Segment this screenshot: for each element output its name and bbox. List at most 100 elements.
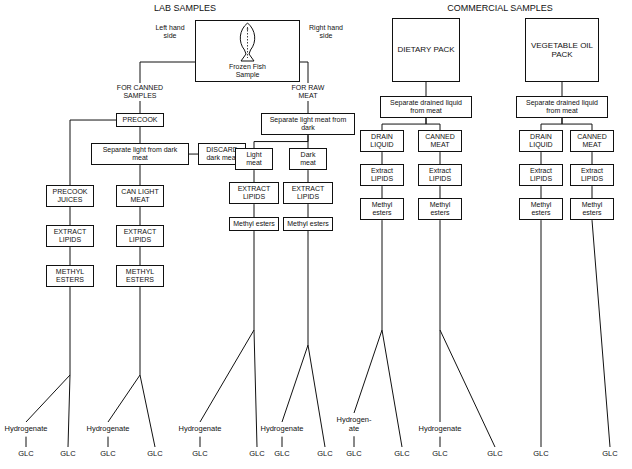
branch-line (200, 437, 201, 447)
process-box: DRAIN LIQUID (519, 130, 563, 152)
box-text: PRECOOK JUICES (50, 188, 90, 204)
process-box: PRECOOK JUICES (46, 185, 94, 207)
edge-label: FOR RAW MEAT (286, 83, 330, 101)
process-box: Methyl esters (360, 198, 404, 220)
box-text: Extract LIPIDS (364, 167, 400, 183)
branch-line (308, 345, 325, 447)
process-box: Methyl esters (229, 217, 279, 231)
process-box: Methyl esters (418, 198, 462, 220)
branch-line (254, 330, 257, 447)
connector-line (541, 152, 542, 164)
process-box: CANNED MEAT (570, 130, 614, 152)
branch-line (68, 375, 70, 447)
cut-line (247, 27, 248, 58)
box-text: Extract LIPIDS (574, 167, 610, 183)
branch-line (140, 375, 155, 447)
connector-line (562, 82, 563, 96)
connector-line (541, 186, 542, 198)
connector-line (382, 152, 383, 164)
analysis-label: GLC (100, 450, 115, 459)
connector-line (140, 165, 141, 185)
box-text: Dark meat (293, 151, 323, 167)
process-box: Separate light from dark meat (91, 143, 189, 165)
process-box: DRAIN LIQUID (360, 130, 404, 152)
analysis-label: GLC (394, 450, 409, 459)
box-text: Light meat (239, 151, 269, 167)
connector-line (140, 127, 141, 143)
process-box: Dark meat (289, 148, 327, 170)
process-box: EXTRACT LIPIDS (46, 225, 94, 247)
connector-line (382, 118, 426, 130)
connector-line (254, 204, 255, 217)
analysis-label: GLC (317, 450, 332, 459)
connector-line (189, 154, 198, 155)
box-text: DRAIN LIQUID (523, 133, 559, 149)
box-text: Methyl esters (287, 220, 329, 228)
pack-box: DIETARY PACK (392, 18, 460, 82)
branch-line (382, 220, 383, 330)
box-text: Methyl esters (233, 220, 275, 228)
box-text: CAN LIGHT MEAT (120, 188, 160, 204)
analysis-label: GLC (487, 450, 502, 459)
box-text: CANNED MEAT (422, 133, 458, 149)
box-text: Separate light meat from dark (265, 116, 351, 132)
connector-line (426, 118, 440, 130)
branch-line (440, 330, 441, 422)
branch-line (440, 437, 441, 447)
sample-box: Frozen Fish Sample (195, 20, 300, 82)
connector-line (308, 135, 309, 148)
connector-line (562, 118, 592, 130)
fish-outline (240, 23, 254, 61)
box-text: VEGETABLE OIL PACK (529, 41, 595, 59)
box-text: METHYL ESTERS (50, 268, 90, 284)
connector-line (308, 204, 309, 217)
process-box: Light meat (235, 148, 273, 170)
connector-line (70, 207, 71, 225)
process-box: Methyl esters (283, 217, 333, 231)
box-text: Methyl esters (574, 201, 610, 217)
connector-line (254, 170, 255, 182)
connector-line (592, 152, 593, 164)
connector-group (70, 62, 592, 265)
box-text: Methyl esters (422, 201, 458, 217)
process-box: Separate light meat from dark (261, 113, 355, 135)
analysis-label: GLC (60, 450, 75, 459)
process-box: EXTRACT LIPIDS (229, 182, 279, 204)
process-box: Extract LIPIDS (418, 164, 462, 186)
branch-line (26, 437, 27, 447)
branch-line (200, 330, 254, 422)
branch-line (308, 231, 309, 345)
box-text: Methyl esters (364, 201, 400, 217)
fish-eye (247, 28, 249, 30)
connector-line (140, 207, 141, 225)
box-text: EXTRACT LIPIDS (120, 228, 160, 244)
box-text: Separate light from dark meat (95, 146, 185, 162)
branch-line (140, 287, 141, 375)
side-label: Left hand side (149, 24, 191, 40)
analysis-label: GLC (18, 450, 33, 459)
edge-label: FOR CANNED SAMPLES (106, 83, 174, 101)
step-label: Hydrogenate (87, 425, 130, 434)
process-box: Methyl esters (519, 198, 563, 220)
process-box: EXTRACT LIPIDS (116, 225, 164, 247)
branch-line (26, 375, 70, 422)
analysis-label: GLC (346, 450, 361, 459)
connector-line (254, 135, 308, 148)
connector-line (382, 186, 383, 198)
connector-line (70, 247, 71, 265)
analysis-label: GLC (533, 450, 548, 459)
process-box: Extract LIPIDS (360, 164, 404, 186)
branch-line (70, 287, 71, 375)
process-box: Extract LIPIDS (519, 164, 563, 186)
box-text: CANNED MEAT (574, 133, 610, 149)
connector-line (426, 82, 427, 96)
step-label: Hydrogen-ate (334, 416, 374, 433)
process-box: PRECOOK (116, 113, 164, 127)
analysis-label: GLC (249, 450, 264, 459)
process-box: METHYL ESTERS (116, 265, 164, 287)
branch-line (440, 220, 441, 330)
step-label: Hydrogenate (5, 425, 48, 434)
process-box: Separate drained liquid from meat (516, 96, 608, 118)
pack-box: VEGETABLE OIL PACK (525, 18, 599, 82)
process-box: Separate drained liquid from meat (380, 96, 472, 118)
